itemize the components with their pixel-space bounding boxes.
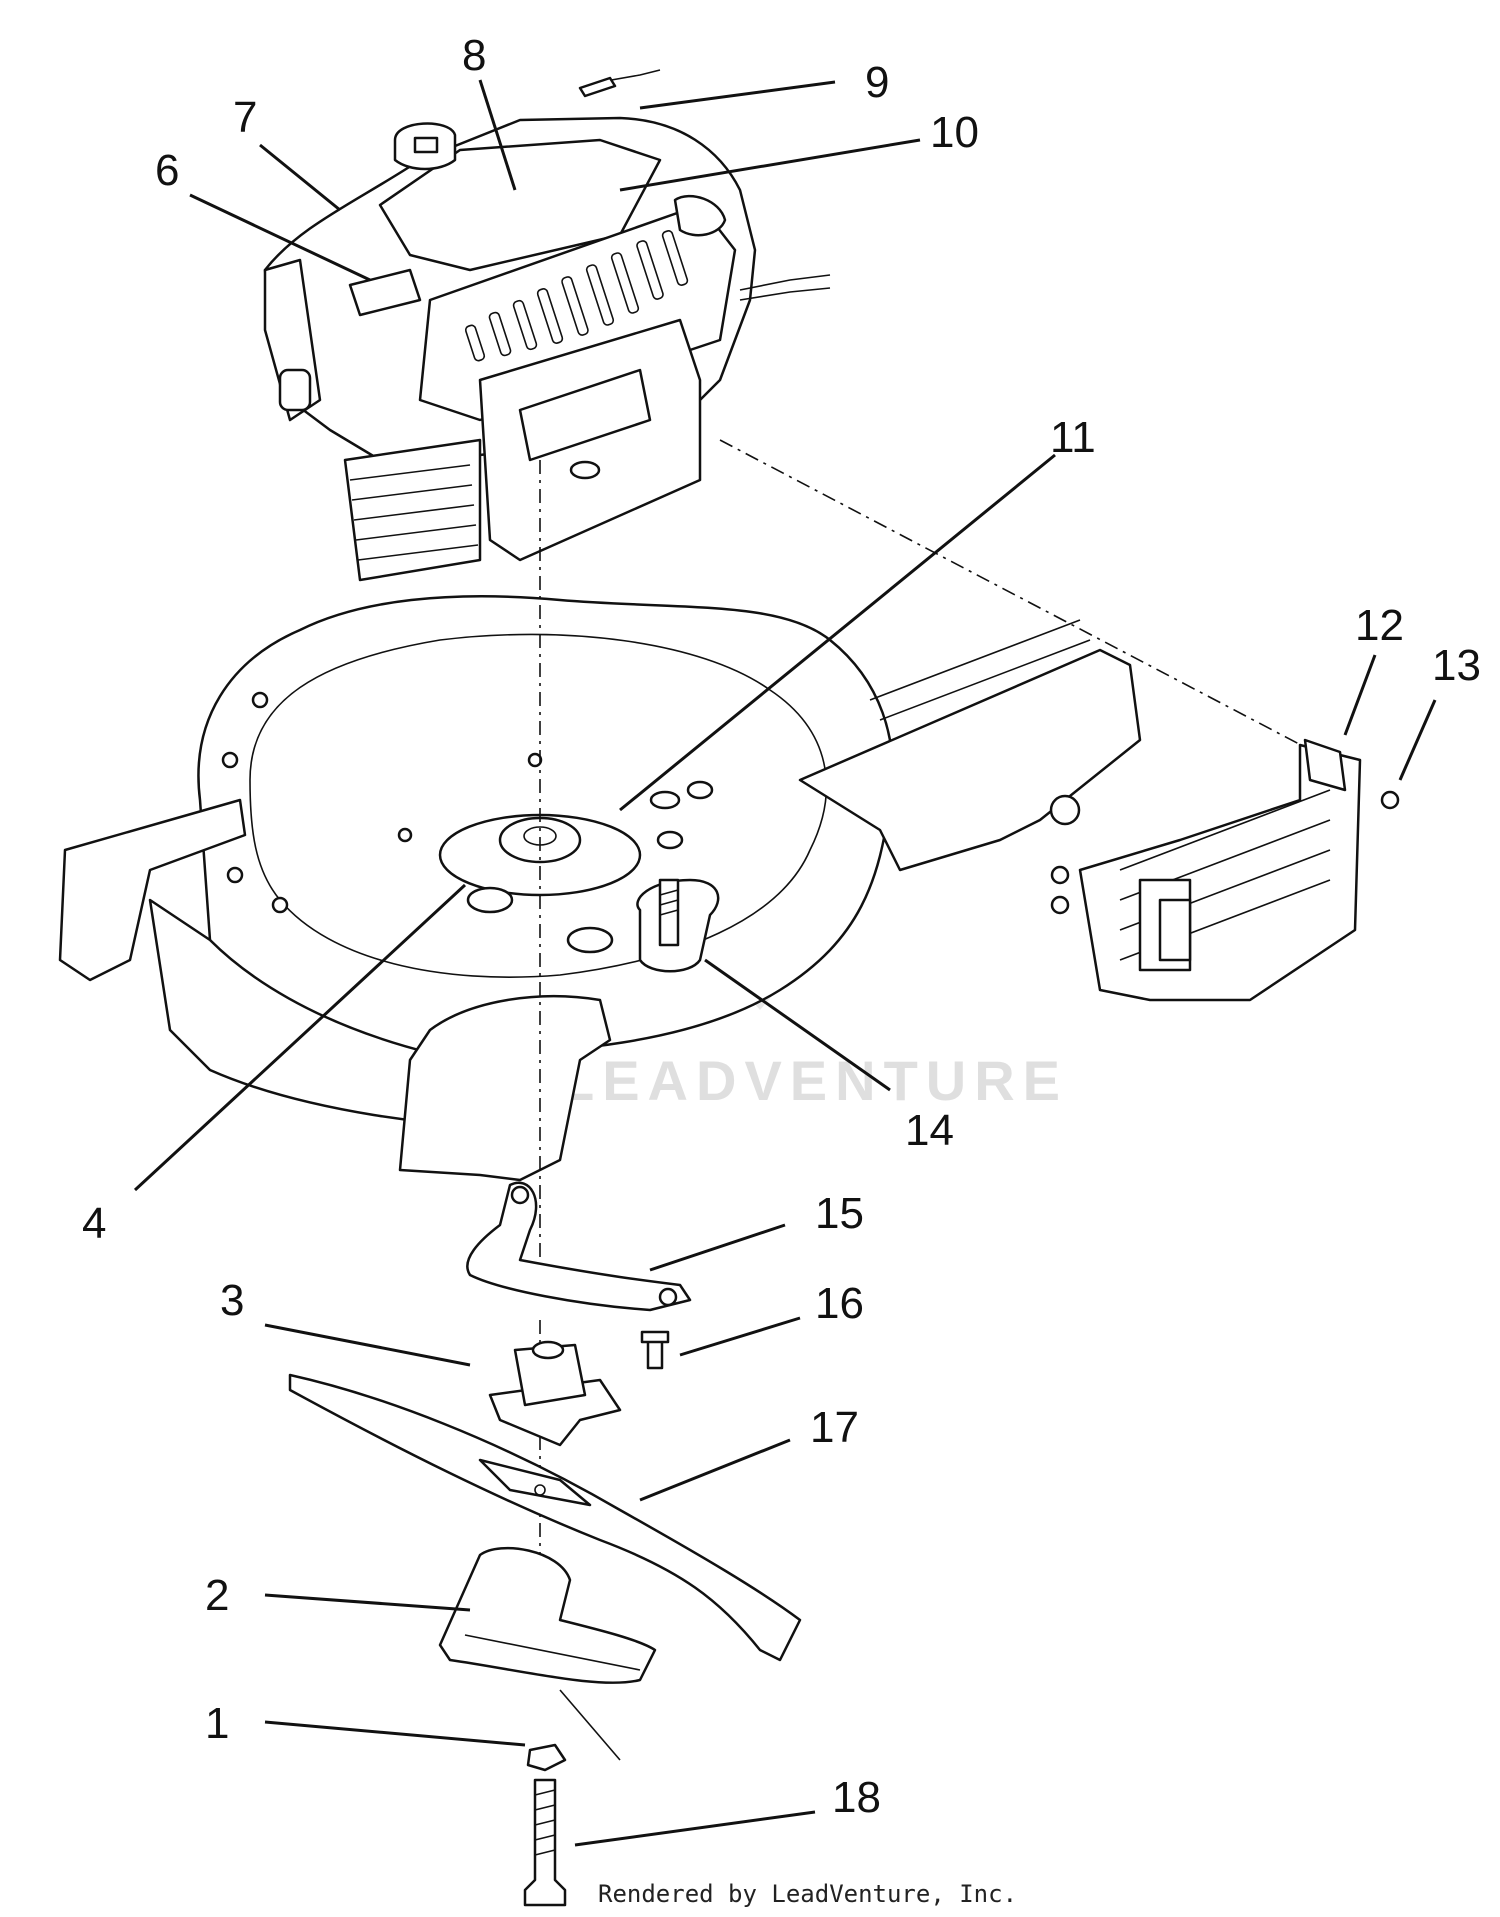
callout-14: 14	[905, 1106, 954, 1155]
blade-stiffener	[438, 1546, 657, 1684]
leader-3	[264, 1323, 471, 1367]
callout-7: 7	[233, 93, 257, 142]
watermark-text: LEADVENTURE	[560, 1049, 1068, 1112]
leader-lines	[133, 79, 1437, 1847]
rear-guard-assembly	[1050, 738, 1400, 1002]
callout-1: 1	[205, 1699, 229, 1748]
callout-18: 18	[832, 1773, 881, 1822]
leader-7	[259, 143, 341, 212]
blade-stack	[288, 1181, 802, 1907]
front-bumper-left	[58, 798, 247, 982]
callout-3: 3	[220, 1276, 244, 1325]
callout-12: 12	[1355, 601, 1404, 650]
rear-bumper-right	[398, 995, 612, 1182]
callout-16: 16	[815, 1279, 864, 1328]
callout-labels: 1 2 3 4 6 7 8 9 10 11 12 13 14 15 16 17 …	[82, 31, 1481, 1822]
callout-2: 2	[205, 1571, 229, 1620]
callout-15: 15	[815, 1189, 864, 1238]
footer-credit: Rendered by LeadVenture, Inc.	[598, 1880, 1017, 1908]
baffle	[466, 1181, 692, 1312]
leader-8	[478, 79, 517, 191]
leader-2	[264, 1593, 471, 1612]
cutting-blade	[288, 1373, 802, 1662]
callout-13: 13	[1432, 641, 1481, 690]
leader-13	[1398, 699, 1437, 781]
handle-bracket	[798, 648, 1142, 872]
screw	[1380, 790, 1400, 810]
leader-14	[704, 958, 891, 1092]
leader-15	[649, 1223, 786, 1272]
engine-assembly	[263, 69, 831, 582]
leader-16	[679, 1316, 801, 1357]
nut	[526, 1743, 567, 1772]
callout-6: 6	[155, 146, 179, 195]
shroud-grill	[464, 230, 689, 362]
cylinder-fins	[343, 438, 482, 582]
leader-17	[639, 1438, 791, 1502]
leader-6	[189, 193, 371, 282]
callout-10: 10	[930, 108, 979, 157]
leader-18	[574, 1810, 816, 1847]
mower-deck	[58, 439, 1321, 1660]
blade-bolt	[523, 1778, 567, 1907]
leader-12	[1343, 654, 1377, 736]
callout-11: 11	[1050, 413, 1096, 462]
leader-10	[619, 138, 921, 192]
callout-17: 17	[810, 1403, 859, 1452]
leader-11	[619, 453, 1056, 812]
callout-9: 9	[865, 58, 889, 107]
leader-9	[639, 80, 836, 110]
leader-1	[264, 1720, 526, 1747]
side-decal	[348, 268, 422, 317]
leader-4	[133, 883, 467, 1192]
bolt	[646, 1338, 664, 1370]
callout-8: 8	[462, 31, 486, 80]
callout-4: 4	[82, 1199, 106, 1248]
